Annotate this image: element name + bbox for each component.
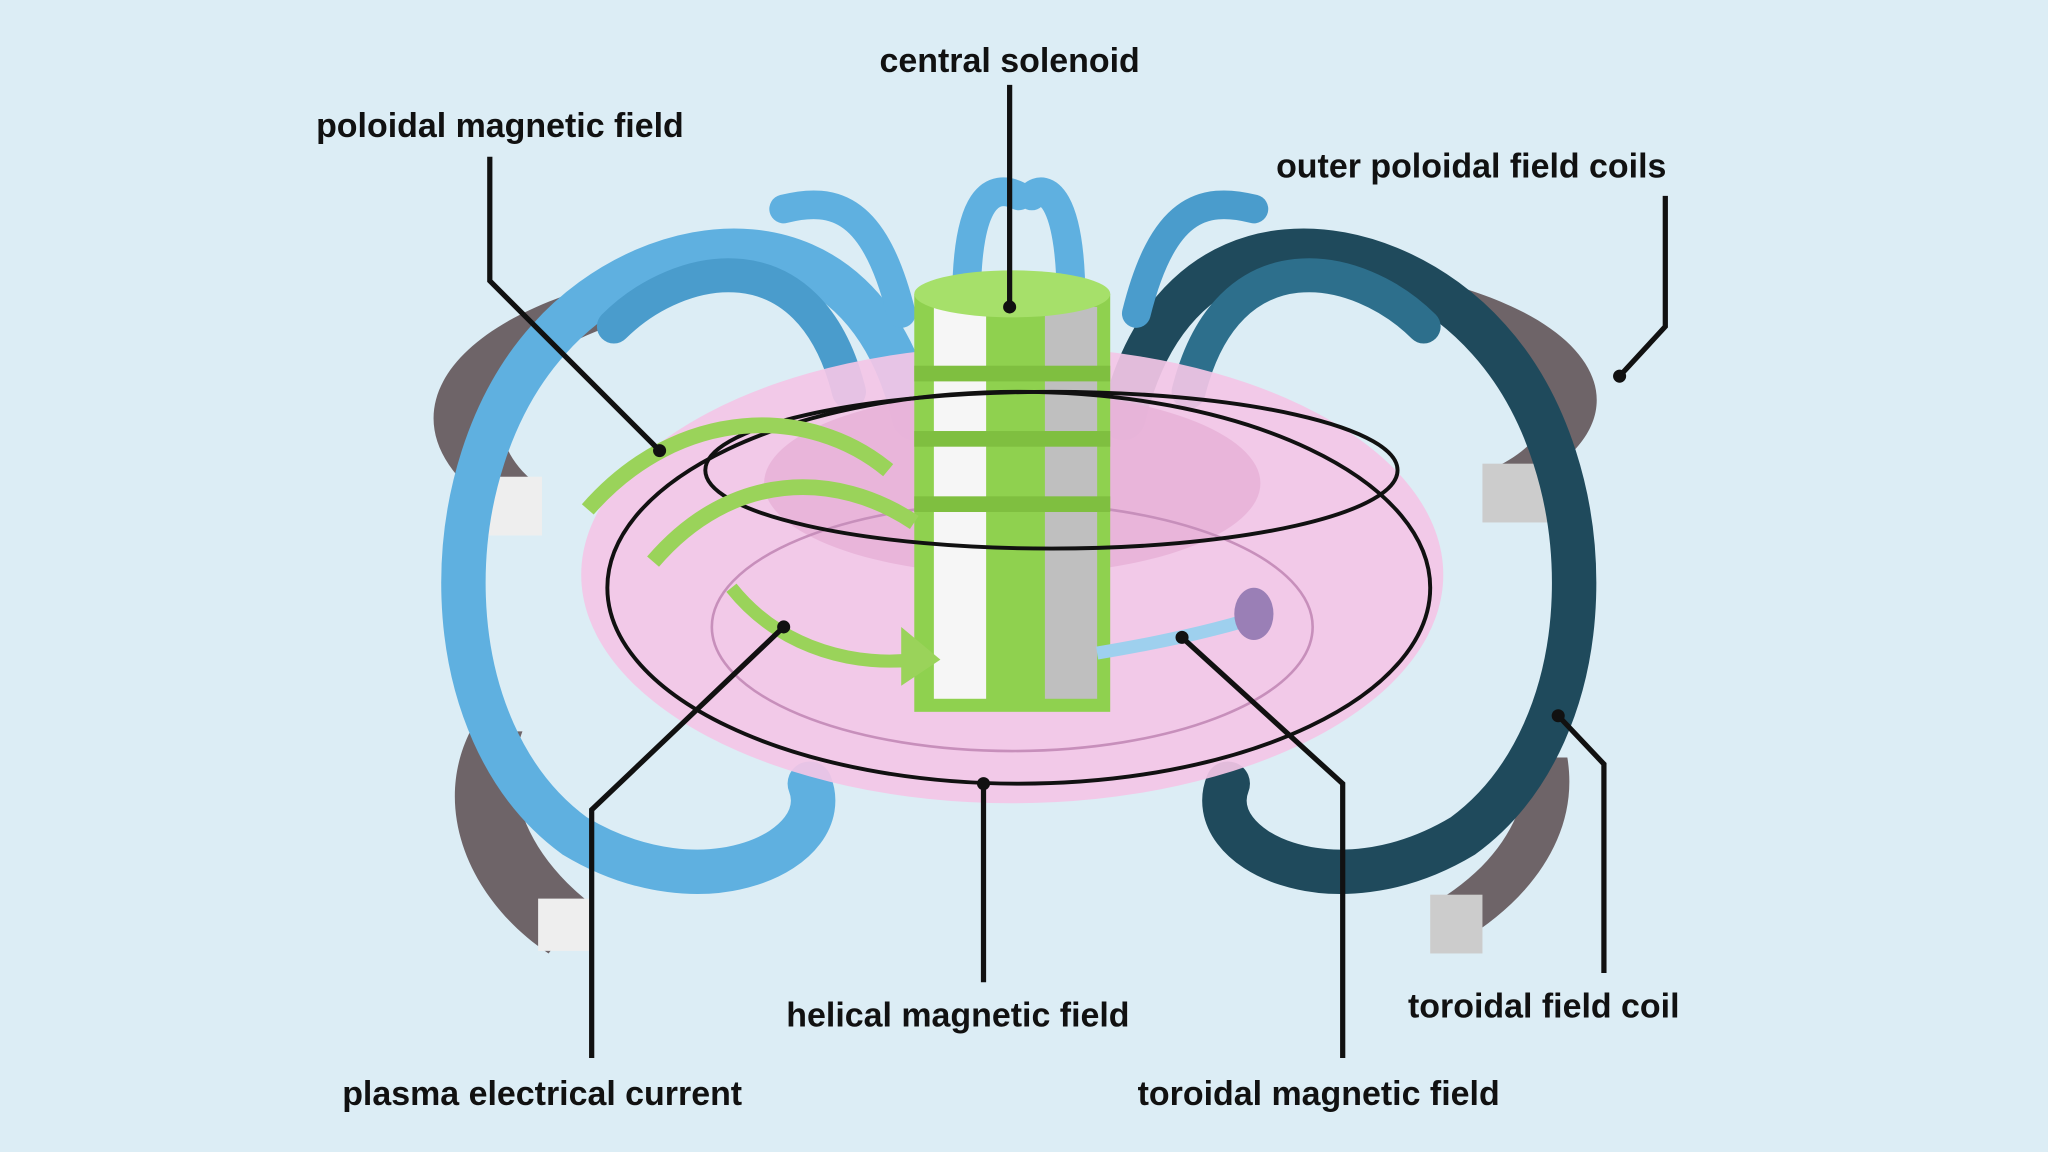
label-poloidal-magnetic-field: poloidal magnetic field — [316, 107, 684, 145]
label-helical-magnetic-field: helical magnetic field — [786, 997, 1129, 1035]
label-plasma-electrical-current: plasma electrical current — [342, 1075, 742, 1113]
label-toroidal-magnetic-field: toroidal magnetic field — [1138, 1075, 1500, 1113]
toroidal-field-coils — [441, 177, 1597, 894]
central-solenoid — [914, 270, 1111, 712]
label-outer-poloidal-field-coils: outer poloidal field coils — [1276, 148, 1666, 186]
label-toroidal-field-coil: toroidal field coil — [1408, 987, 1680, 1025]
leader-lines — [487, 84, 1668, 1058]
label-central-solenoid: central solenoid — [880, 42, 1140, 80]
field-lines — [581, 389, 1433, 786]
